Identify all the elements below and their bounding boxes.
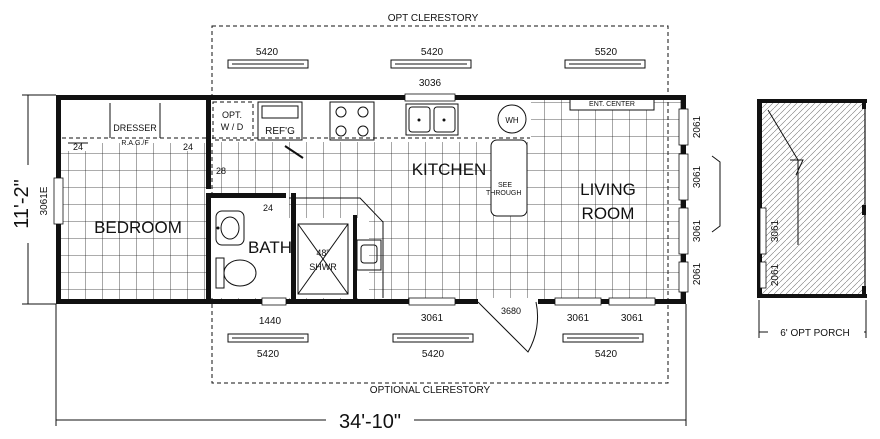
window-label-bottom-clerestory-2: 5420 (422, 349, 445, 360)
window-top-1 (227, 59, 309, 69)
hall-label: 28 (216, 166, 226, 176)
room-label-room: ROOM (582, 204, 635, 223)
room-label-bedroom: BEDROOM (94, 218, 182, 237)
window-label-right-2: 3061 (692, 165, 703, 188)
clerestory-outline (211, 25, 669, 384)
window-label-top-2: 5420 (421, 47, 444, 58)
window-label-bottom-3: 3061 (567, 313, 590, 324)
shower (297, 223, 349, 295)
water-heater (497, 104, 527, 134)
opt-wd-box (212, 101, 254, 141)
window-label-bottom-clerestory-3: 5420 (595, 349, 618, 360)
interior-walls (206, 99, 357, 302)
porch-window-label-2: 2061 (770, 263, 781, 286)
opt-wd-label-1: OPT. (222, 110, 242, 120)
window-label-bottom-1: 1440 (259, 316, 282, 327)
see-through-label-1: SEE (498, 182, 512, 189)
refrigerator-label: REF'G (265, 126, 295, 137)
width-dimension-label: 11'-2" (11, 179, 33, 228)
window-label-right-4: 2061 (692, 262, 703, 285)
window-label-right-3: 3061 (692, 219, 703, 242)
closet-right-label: 24 (183, 142, 193, 152)
window-label-left: 3061E (39, 186, 50, 215)
porch-window-label-1: 3061 (770, 219, 781, 242)
porch-label: 6' OPT PORCH (780, 328, 850, 339)
entry-door (477, 301, 539, 353)
kitchen-counter (211, 99, 531, 142)
right-arrow-marker (711, 155, 721, 233)
clerestory-top-label: OPT CLERESTORY (388, 13, 479, 24)
kitchen-island (490, 139, 528, 217)
dresser-label: DRESSER (113, 123, 157, 133)
window-bottom-clerestory-3 (562, 333, 644, 343)
see-through-label-2: THROUGH (486, 190, 521, 197)
door-label: 3680 (501, 306, 521, 316)
ent-center-label: ENT. CENTER (589, 101, 635, 108)
top-clerestory-windows: 5420 5420 5520 (227, 47, 646, 69)
window-label-bottom-2: 3061 (421, 313, 444, 324)
wall-openings (53, 93, 689, 306)
shower-label-1: 48" (316, 248, 329, 258)
toilet (223, 259, 257, 287)
lavatory (215, 210, 245, 246)
window-label-top-3: 5520 (595, 47, 618, 58)
clerestory-bottom-label: OPTIONAL CLERESTORY (370, 385, 491, 396)
room-label-bath: BATH (248, 238, 292, 257)
length-dimension-label: 34'-10" (339, 411, 401, 433)
rag-label: R.A.G./F (121, 140, 148, 147)
refrigerator (257, 101, 303, 141)
optional-porch (757, 99, 867, 298)
bedroom-closets (59, 99, 209, 143)
window-label-kitchen: 3036 (419, 78, 442, 89)
opt-wd-label-2: W / D (221, 122, 244, 132)
window-top-2 (390, 59, 472, 69)
window-label-right-1: 2061 (692, 115, 703, 138)
bath-closet-label: 24 (263, 203, 273, 213)
room-label-kitchen: KITCHEN (412, 160, 487, 179)
range (329, 101, 375, 141)
shower-label-2: SHWR (309, 262, 337, 272)
bottom-clerestory-windows: 5420 5420 5420 (227, 333, 644, 360)
closet-left-label: 24 (73, 142, 83, 152)
window-top-3 (564, 59, 646, 69)
window-label-bottom-4: 3061 (621, 313, 644, 324)
room-label-living: LIVING (580, 180, 636, 199)
kitchen-sink (405, 103, 459, 136)
window-label-bottom-clerestory-1: 5420 (257, 349, 280, 360)
window-bottom-clerestory-1 (227, 333, 309, 343)
window-bottom-clerestory-2 (392, 333, 474, 343)
window-label-top-1: 5420 (256, 47, 279, 58)
water-heater-label: WH (505, 116, 519, 125)
